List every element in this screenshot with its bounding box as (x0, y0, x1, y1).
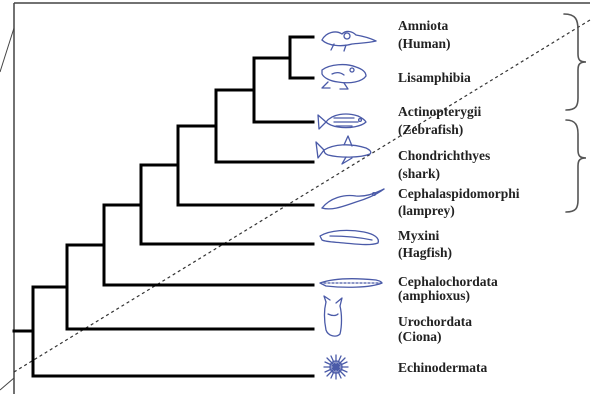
taxon-sublabel-amniota: (Human) (398, 36, 451, 51)
tree-branches (14, 37, 313, 376)
taxon-label-actinopterygii: Actinopterygii (398, 104, 481, 119)
taxon-sublabel-myxini: (Hagfish) (398, 245, 452, 260)
taxon-label-amniota: Amniota (398, 18, 448, 33)
taxon-sublabel-cephalaspidomorphi: (lamprey) (398, 203, 455, 218)
taxon-label-lisamphibia: Lisamphibia (398, 70, 471, 85)
shark-icon (316, 136, 371, 164)
hagfish-icon (320, 230, 378, 244)
taxon-sublabel-urochordata: (Ciona) (398, 329, 442, 344)
grouping-braces (564, 14, 586, 212)
amphioxus-icon (320, 279, 382, 287)
lamprey-icon (322, 189, 384, 209)
taxon-labels: Amniota (Human) Lisamphibia Actinopteryg… (398, 18, 520, 375)
taxon-label-echinodermata: Echinodermata (398, 360, 487, 375)
human-embryo-icon (322, 31, 376, 51)
taxon-label-chondrichthyes: Chondrichthyes (398, 148, 490, 163)
taxon-label-myxini: Myxini (398, 228, 440, 243)
taxon-sublabel-cephalochordata: (amphioxus) (398, 288, 470, 303)
organism-icons (316, 31, 384, 379)
taxon-sublabel-chondrichthyes: (shark) (398, 166, 440, 181)
sea-urchin-icon (324, 355, 348, 379)
frog-icon (322, 65, 366, 89)
zebrafish-icon (318, 114, 366, 129)
ciona-icon (324, 296, 342, 336)
brace-upper (564, 14, 586, 110)
taxon-label-cephalaspidomorphi: Cephalaspidomorphi (398, 186, 520, 201)
taxon-label-cephalochordata: Cephalochordata (398, 274, 498, 289)
taxon-sublabel-actinopterygii: (Zebrafish) (398, 122, 463, 137)
brace-lower (566, 120, 586, 212)
taxon-label-urochordata: Urochordata (398, 314, 472, 329)
